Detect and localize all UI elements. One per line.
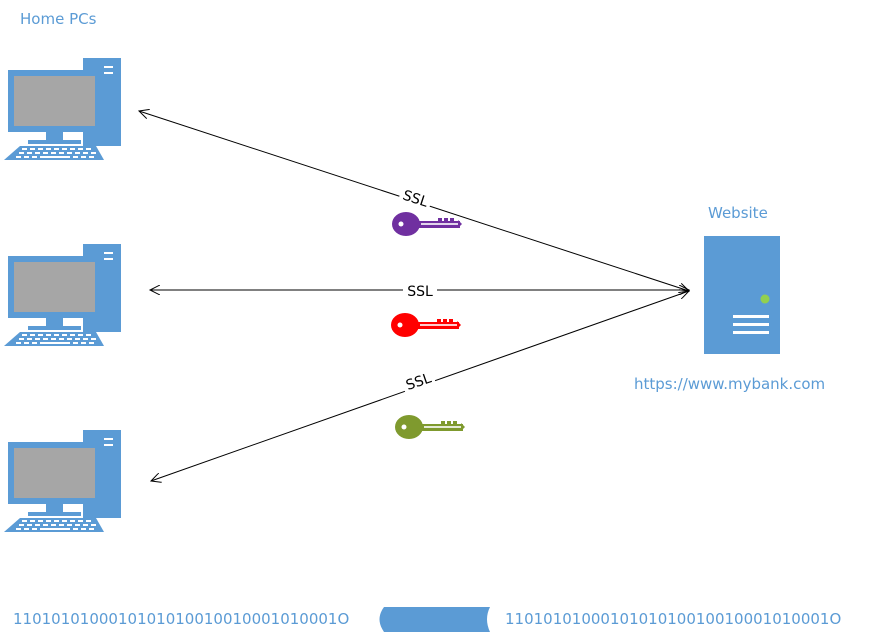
green-key-icon (395, 415, 465, 439)
website-label: Website (708, 204, 768, 222)
ssl-label-1: SSL (401, 188, 430, 211)
home-pcs-label: Home PCs (20, 10, 97, 28)
home-pc-2-icon (4, 244, 121, 346)
red-key-icon (391, 313, 461, 337)
binary-stream-left: 1101010100010101010010010001010001O (13, 610, 349, 628)
purple-key-icon (392, 212, 462, 236)
ssl-label-2: SSL (407, 284, 433, 300)
data-pipe-icon (379, 607, 490, 632)
website-url: https://www.mybank.com (634, 375, 825, 393)
home-pc-1-icon (4, 58, 121, 160)
ssl-label-3: SSL (404, 370, 434, 394)
binary-stream-right: 1101010100010101010010010001010001O (505, 610, 841, 628)
home-pc-3-icon (4, 430, 121, 532)
server-tower-icon (704, 236, 780, 354)
